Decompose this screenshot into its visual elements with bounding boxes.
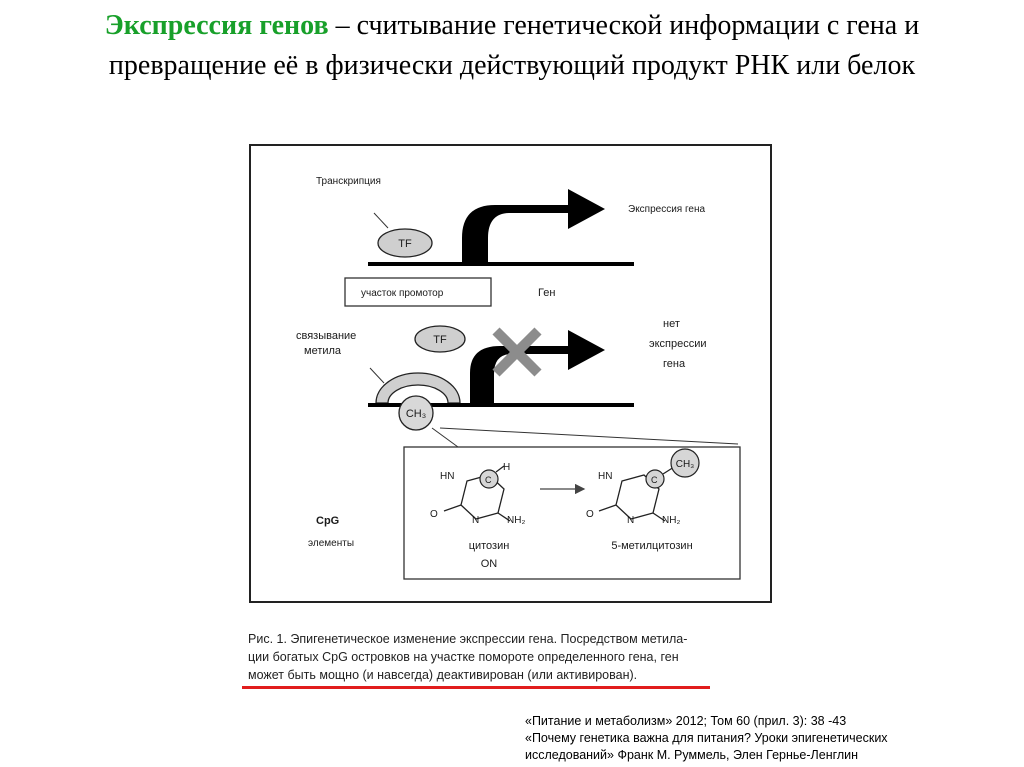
cytosine-nh2: NH₂ bbox=[507, 515, 525, 526]
cytosine-c: C bbox=[485, 475, 492, 485]
methylcytosine-label: 5-метилцитозин bbox=[611, 540, 692, 552]
no-expression-label-1: нет bbox=[663, 318, 680, 330]
caption-line-3: может быть мощно (и навсегда) деактивиро… bbox=[248, 668, 638, 682]
methylcytosine-molecule: HN C CH₃ O N NH₂ bbox=[586, 448, 700, 526]
slide-title: Экспрессия генов – считывание генетическ… bbox=[0, 6, 1024, 86]
cpg-elements-label: элементы bbox=[308, 538, 354, 549]
binding-pointer bbox=[369, 367, 385, 384]
zoom-connector-left bbox=[431, 427, 459, 448]
caption-line-2: ции богатых CpG островков на участке пом… bbox=[248, 650, 679, 664]
source-line-2: «Почему генетика важна для питания? Урок… bbox=[525, 731, 888, 745]
cytosine-h: H bbox=[503, 462, 510, 473]
methylcytosine-hn: HN bbox=[598, 471, 612, 482]
methylcytosine-n: N bbox=[627, 515, 634, 526]
methyl-binding-protein bbox=[375, 372, 461, 404]
source-citation: «Питание и метаболизм» 2012; Том 60 (при… bbox=[525, 713, 995, 764]
expression-label: Экспрессия гена bbox=[628, 204, 706, 215]
cpg-label: CpG bbox=[316, 515, 339, 527]
transcription-arrow bbox=[462, 189, 605, 263]
promoter-label: участок промотор bbox=[361, 288, 444, 299]
gene-label: Ген bbox=[538, 287, 555, 299]
tf-middle-ellipse bbox=[414, 325, 466, 353]
promoter-box bbox=[344, 277, 492, 307]
cytosine-n: N bbox=[472, 515, 479, 526]
cytosine-label: цитозин bbox=[469, 540, 510, 552]
source-line-1: «Питание и метаболизм» 2012; Том 60 (при… bbox=[525, 714, 847, 728]
no-expression-label-3: гена bbox=[663, 358, 686, 370]
transcription-pointer bbox=[373, 212, 389, 229]
cytosine-carbon-circle bbox=[479, 469, 499, 489]
methylcytosine-nh2: NH₂ bbox=[662, 515, 680, 526]
tf-middle-label: TF bbox=[433, 334, 447, 346]
methylcytosine-o: O bbox=[586, 509, 594, 520]
caption-line-1: Рис. 1. Эпигенетическое изменение экспре… bbox=[248, 632, 688, 646]
transcription-label: Транскрипция bbox=[316, 176, 381, 187]
title-term: Экспрессия генов bbox=[104, 10, 329, 41]
caption-underline bbox=[242, 686, 710, 689]
methylcytosine-c: C bbox=[651, 475, 658, 485]
ch3-label: CH₃ bbox=[406, 408, 426, 420]
ch3-group-circle bbox=[398, 395, 434, 431]
tf-top-ellipse bbox=[377, 228, 433, 258]
title-line-2: превращение её в физически действующий п… bbox=[108, 50, 916, 81]
methylcytosine-carbon-circle bbox=[645, 469, 665, 489]
methylcytosine-ch3: CH₃ bbox=[676, 459, 695, 470]
on-label: ON bbox=[481, 558, 498, 570]
source-line-3: исследований» Франк М. Руммель, Элен Гер… bbox=[525, 748, 859, 762]
cytosine-o: O bbox=[430, 509, 438, 520]
tf-top-label: TF bbox=[398, 238, 412, 250]
figure-caption: Рис. 1. Эпигенетическое изменение экспре… bbox=[248, 630, 788, 684]
methyl-group-circle bbox=[670, 448, 700, 478]
binding-label-1: связывание bbox=[296, 330, 356, 342]
title-line-1: Экспрессия генов – считывание генетическ… bbox=[0, 6, 1024, 46]
no-expression-label-2: экспрессии bbox=[649, 338, 707, 350]
cytosine-hn: HN bbox=[440, 471, 454, 482]
blocked-transcription-arrow bbox=[470, 330, 605, 404]
title-line-1-rest: – считывание генетической информации с г… bbox=[328, 10, 920, 41]
cytosine-molecule: HN C H O N NH₂ bbox=[430, 462, 525, 526]
block-cross-icon bbox=[492, 327, 542, 377]
binding-label-2: метила bbox=[304, 345, 342, 357]
zoom-connector-right bbox=[439, 427, 739, 445]
